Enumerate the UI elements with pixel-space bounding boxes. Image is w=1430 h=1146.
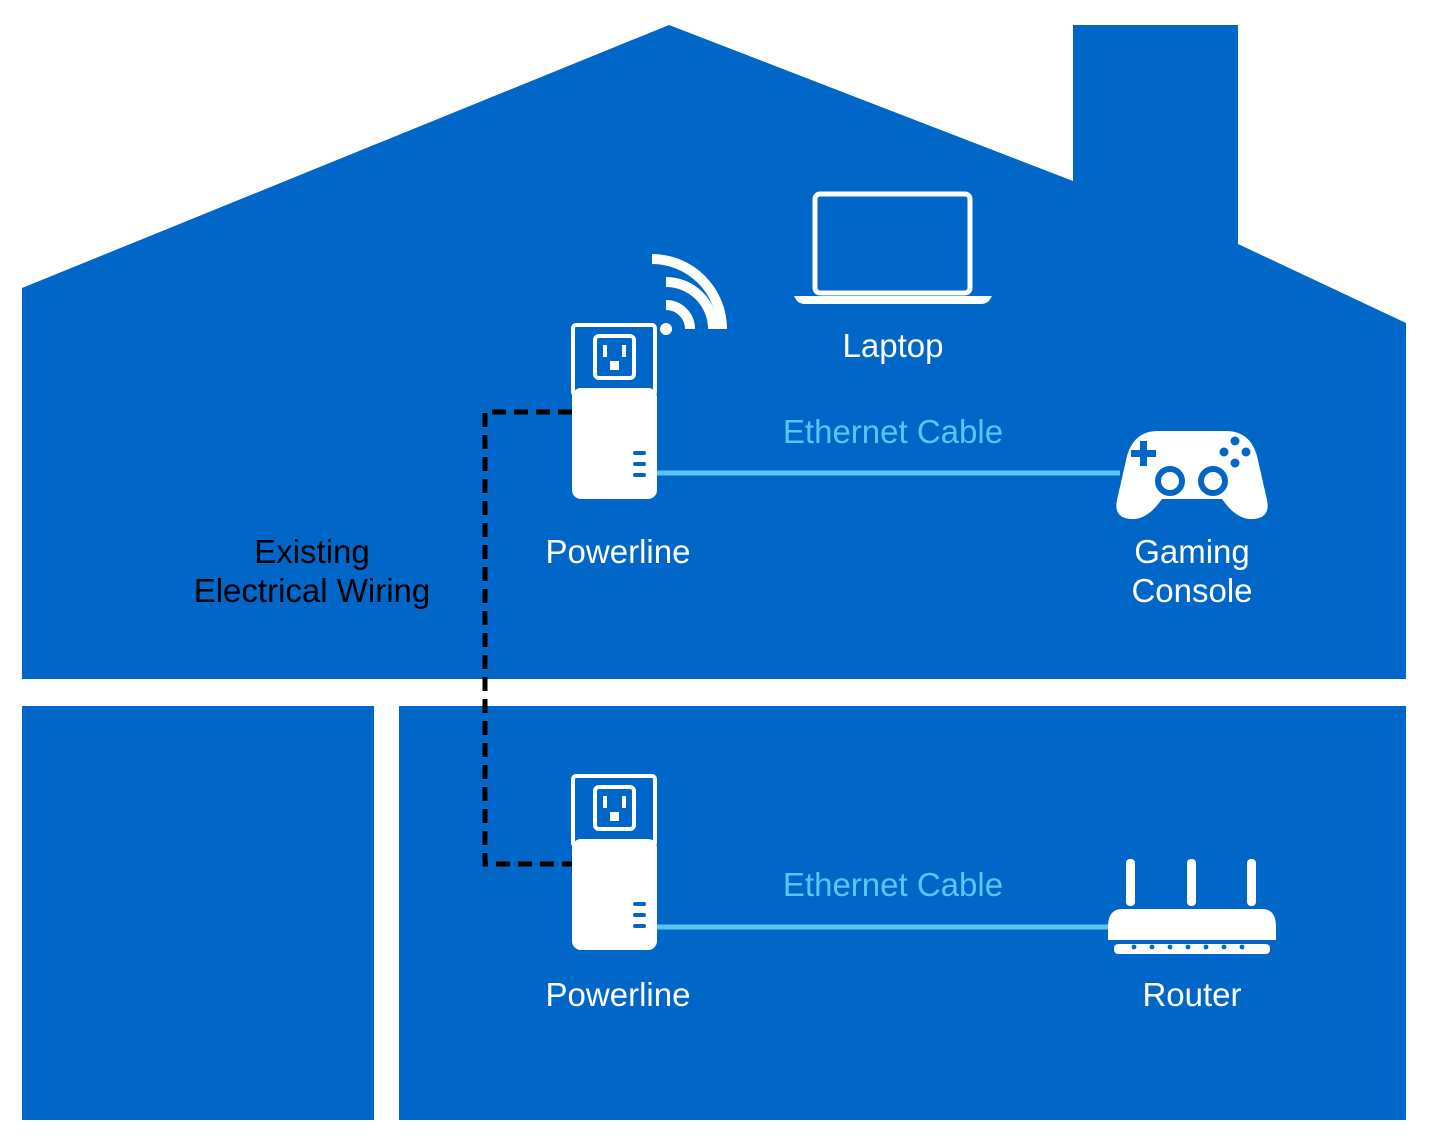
powerline-bottom-label: Powerline bbox=[545, 976, 691, 1013]
laptop-icon bbox=[794, 191, 992, 304]
laptop-label: Laptop bbox=[842, 327, 944, 364]
gamepad-icon bbox=[1116, 431, 1268, 519]
powerline-adapter-bottom bbox=[571, 774, 657, 950]
gaming-console-label-line2: Console bbox=[1131, 572, 1253, 609]
gaming-console-label-line1: Gaming bbox=[1134, 533, 1250, 570]
ethernet-cable-top-label: Ethernet Cable bbox=[782, 413, 1004, 450]
gaming-console-label: Gaming Console bbox=[1092, 532, 1292, 610]
powerline-top-label: Powerline bbox=[545, 533, 691, 570]
ethernet-cable-bottom-label: Ethernet Cable bbox=[782, 866, 1004, 903]
electrical-wiring-label: Existing Electrical Wiring bbox=[162, 532, 462, 610]
house-upper-floor bbox=[22, 25, 1406, 679]
powerline-adapter-icon bbox=[572, 388, 657, 499]
powerline-adapter-icon bbox=[572, 839, 657, 950]
electrical-wiring-label-line2: Electrical Wiring bbox=[193, 572, 431, 609]
powerline-adapter-top bbox=[571, 323, 657, 499]
router-icon bbox=[1108, 859, 1276, 954]
wifi-icon bbox=[651, 254, 727, 335]
electrical-wiring-label-line1: Existing bbox=[254, 533, 370, 570]
router-label: Router bbox=[1142, 976, 1242, 1013]
house-lower-left-room bbox=[22, 706, 374, 1120]
electrical-wiring-line bbox=[482, 409, 572, 867]
